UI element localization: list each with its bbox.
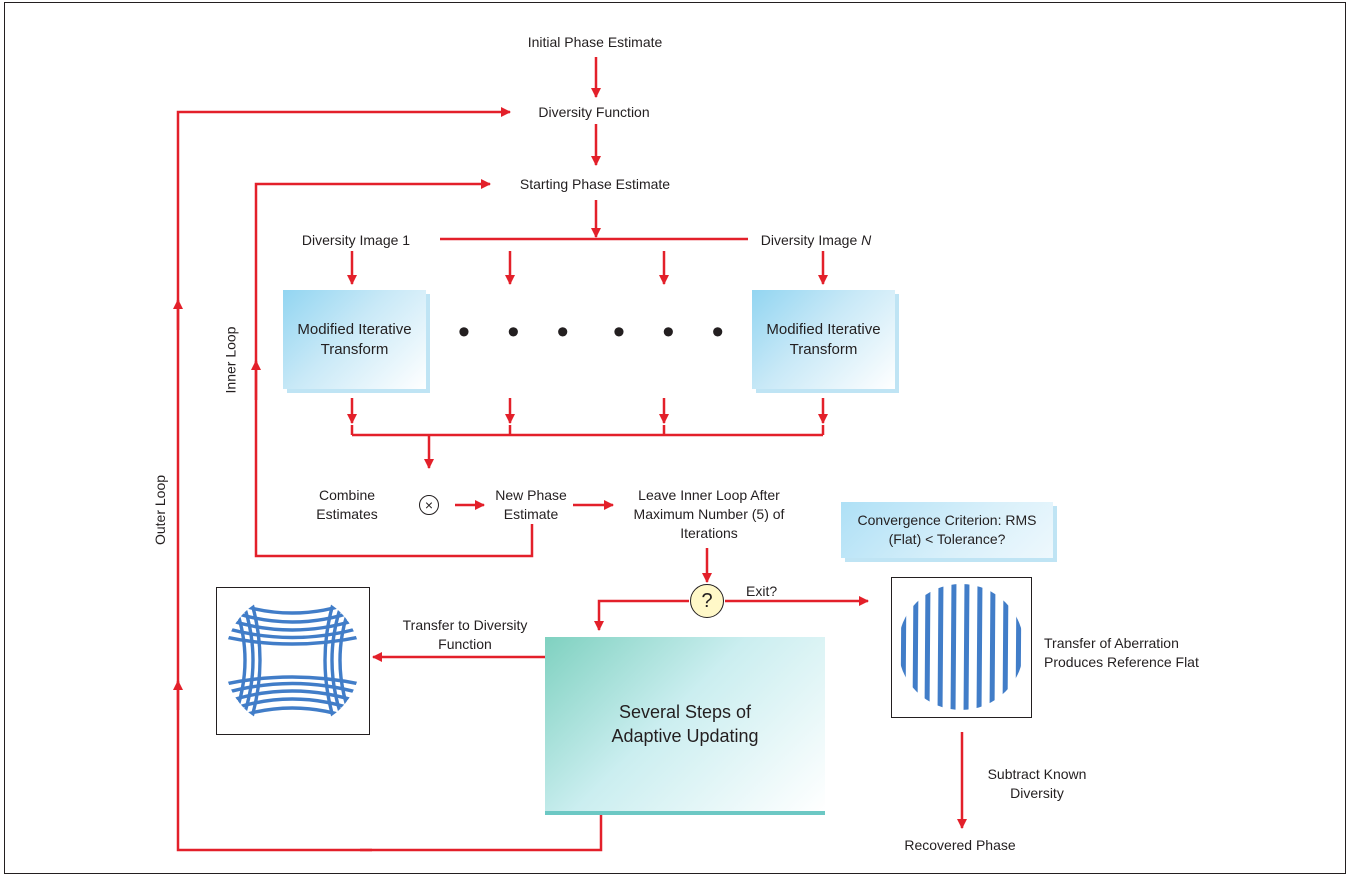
- diversity-image-n-label: Diversity Image N: [760, 232, 872, 248]
- circled-times-icon: ×: [419, 495, 439, 515]
- recovered-phase-label: Recovered Phase: [904, 837, 1016, 853]
- diagram-frame: [4, 2, 1346, 874]
- ellipsis-col-3: • • •: [613, 313, 738, 351]
- new-phase-estimate-label: New Phase Estimate: [495, 487, 567, 522]
- starting-phase-label: Starting Phase Estimate: [519, 176, 671, 192]
- inner-loop-return: [394, 524, 534, 558]
- exit-label: Exit?: [746, 583, 778, 599]
- modified-iterative-transform-box-n: Modified Iterative Transform: [752, 290, 895, 389]
- outer-loop-label: Outer Loop: [152, 474, 169, 546]
- modified-iterative-transform-box-1: Modified Iterative Transform: [283, 290, 426, 389]
- leave-inner-loop-label: Leave Inner Loop After Maximum Number (5…: [633, 487, 785, 541]
- straight-fringe-pattern-icon: [891, 577, 1032, 718]
- arrow-decision-to-adaptive: [594, 599, 689, 631]
- diversity-function-label: Diversity Function: [538, 104, 650, 120]
- combine-estimates-label: Combine Estimates: [316, 487, 378, 522]
- subtract-known-diversity-label: Subtract Known Diversity: [987, 766, 1087, 801]
- initial-phase-label: Initial Phase Estimate: [527, 34, 663, 50]
- saddle-fringe-pattern-icon: [216, 587, 370, 735]
- adaptive-updating-box: Several Steps of Adaptive Updating: [545, 637, 825, 815]
- inner-loop-label: Inner Loop: [222, 326, 239, 394]
- convergence-criterion-box: Convergence Criterion: RMS (Flat) < Tole…: [841, 502, 1053, 558]
- question-circle-icon: ?: [690, 584, 724, 618]
- transfer-of-aberration-label: Transfer of Aberration Produces Referenc…: [1044, 635, 1199, 670]
- diversity-image-1-label: Diversity Image 1: [301, 232, 411, 248]
- combine-bar: [350, 425, 825, 437]
- transfer-to-diversity-label: Transfer to Diversity Function: [402, 617, 528, 652]
- outer-loop-return: [360, 815, 603, 852]
- ellipsis-col-2: • • •: [458, 313, 583, 351]
- outer-loop-back: [176, 107, 511, 852]
